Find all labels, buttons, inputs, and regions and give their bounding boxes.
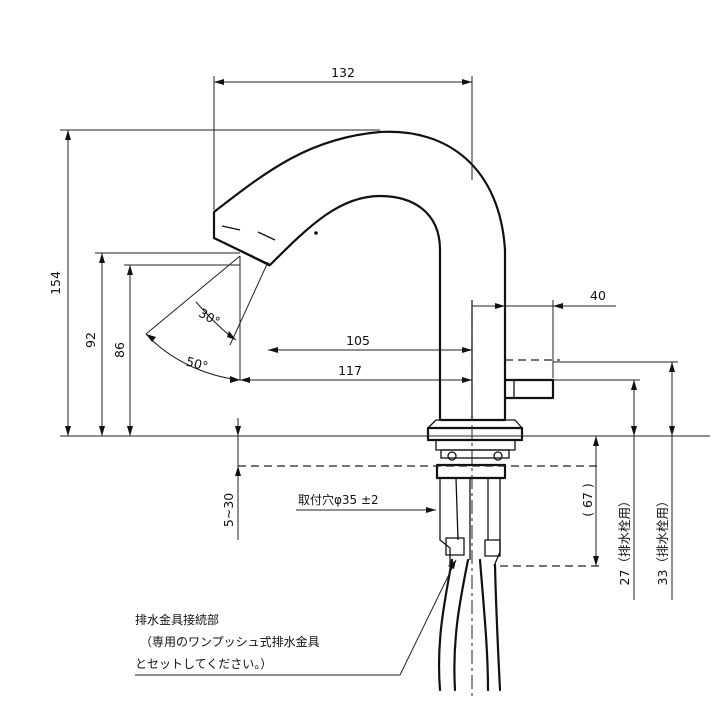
drain-note-line1: 排水金具接続部 <box>135 612 219 627</box>
dim-40-label: 40 <box>590 288 606 303</box>
drain-note-line3: とセットしてください。） <box>135 657 272 671</box>
dim-154-label: 154 <box>48 271 63 295</box>
dim-105: 105 <box>268 333 472 353</box>
drain-note-line2: （専用のワンプッシュ式排水金具 <box>140 634 320 649</box>
dim-132: 132 <box>213 65 473 210</box>
dim-27: 27（排水栓用） <box>553 379 640 600</box>
faucet-base <box>426 419 524 461</box>
dim-5-30-label: 5~30 <box>221 493 236 527</box>
dim-86: 86 <box>112 264 240 436</box>
dim-33: 33（排水栓用） <box>553 361 678 600</box>
spray-angles: 30° 50° <box>145 255 269 383</box>
dim-92-label: 92 <box>83 332 98 348</box>
mount-hole-label: 取付穴φ35 ±2 <box>298 492 379 507</box>
angle-50-label: 50° <box>185 354 210 374</box>
shank-and-hoses <box>435 463 507 692</box>
dim-27-label: 27（排水栓用） <box>617 495 632 586</box>
dim-132-label: 132 <box>331 65 355 80</box>
dim-117-label: 117 <box>338 363 362 378</box>
dim-92: 92 <box>83 252 240 436</box>
mount-hole-callout: 取付穴φ35 ±2 <box>296 492 436 513</box>
sensor-lever <box>503 378 555 400</box>
dim-5-30: 5~30 <box>221 418 241 540</box>
center-lines <box>60 300 710 700</box>
drain-note: 排水金具接続部 （専用のワンプッシュ式排水金具 とセットしてください。） <box>135 559 457 676</box>
dim-154: 154 <box>48 129 380 436</box>
dim-40: 40 <box>472 288 616 378</box>
dim-67: ( 67 ) <box>580 436 599 566</box>
dim-117: 117 <box>240 363 472 383</box>
dim-86-label: 86 <box>112 342 127 358</box>
dim-67-label: ( 67 ) <box>580 483 595 517</box>
dim-105-label: 105 <box>346 333 370 348</box>
dim-33-label: 33（排水栓用） <box>655 495 670 586</box>
